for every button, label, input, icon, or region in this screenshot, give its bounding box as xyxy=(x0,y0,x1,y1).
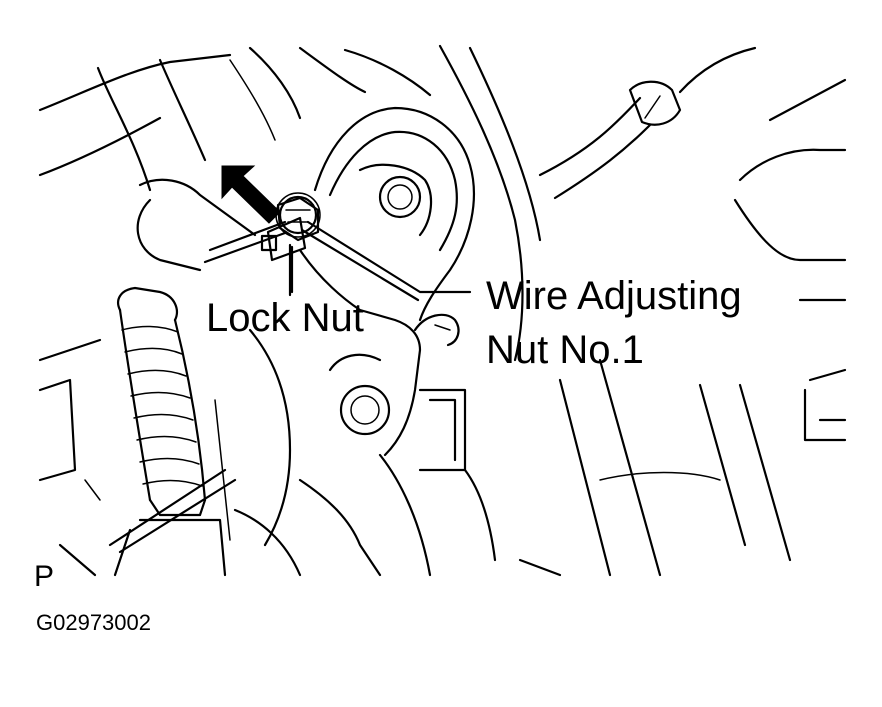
wire-rod xyxy=(108,220,287,554)
wire-adjusting-nut-label-line2: Nut No.1 xyxy=(486,328,644,372)
background-components xyxy=(38,44,847,577)
nut-assembly xyxy=(260,192,321,262)
view-letter: P xyxy=(34,560,55,593)
bracket-plate xyxy=(298,106,476,472)
lower-housing xyxy=(214,328,497,577)
wire-adjusting-nut-leader xyxy=(300,220,472,302)
boot-cable xyxy=(38,178,257,577)
figure-code: G02973002 xyxy=(36,610,151,635)
wire-adjusting-nut-label-line1: Wire Adjusting xyxy=(486,274,742,318)
arrow-icon xyxy=(221,165,281,224)
lock-nut-leader xyxy=(288,243,294,297)
lock-nut-label: Lock Nut xyxy=(206,296,364,340)
